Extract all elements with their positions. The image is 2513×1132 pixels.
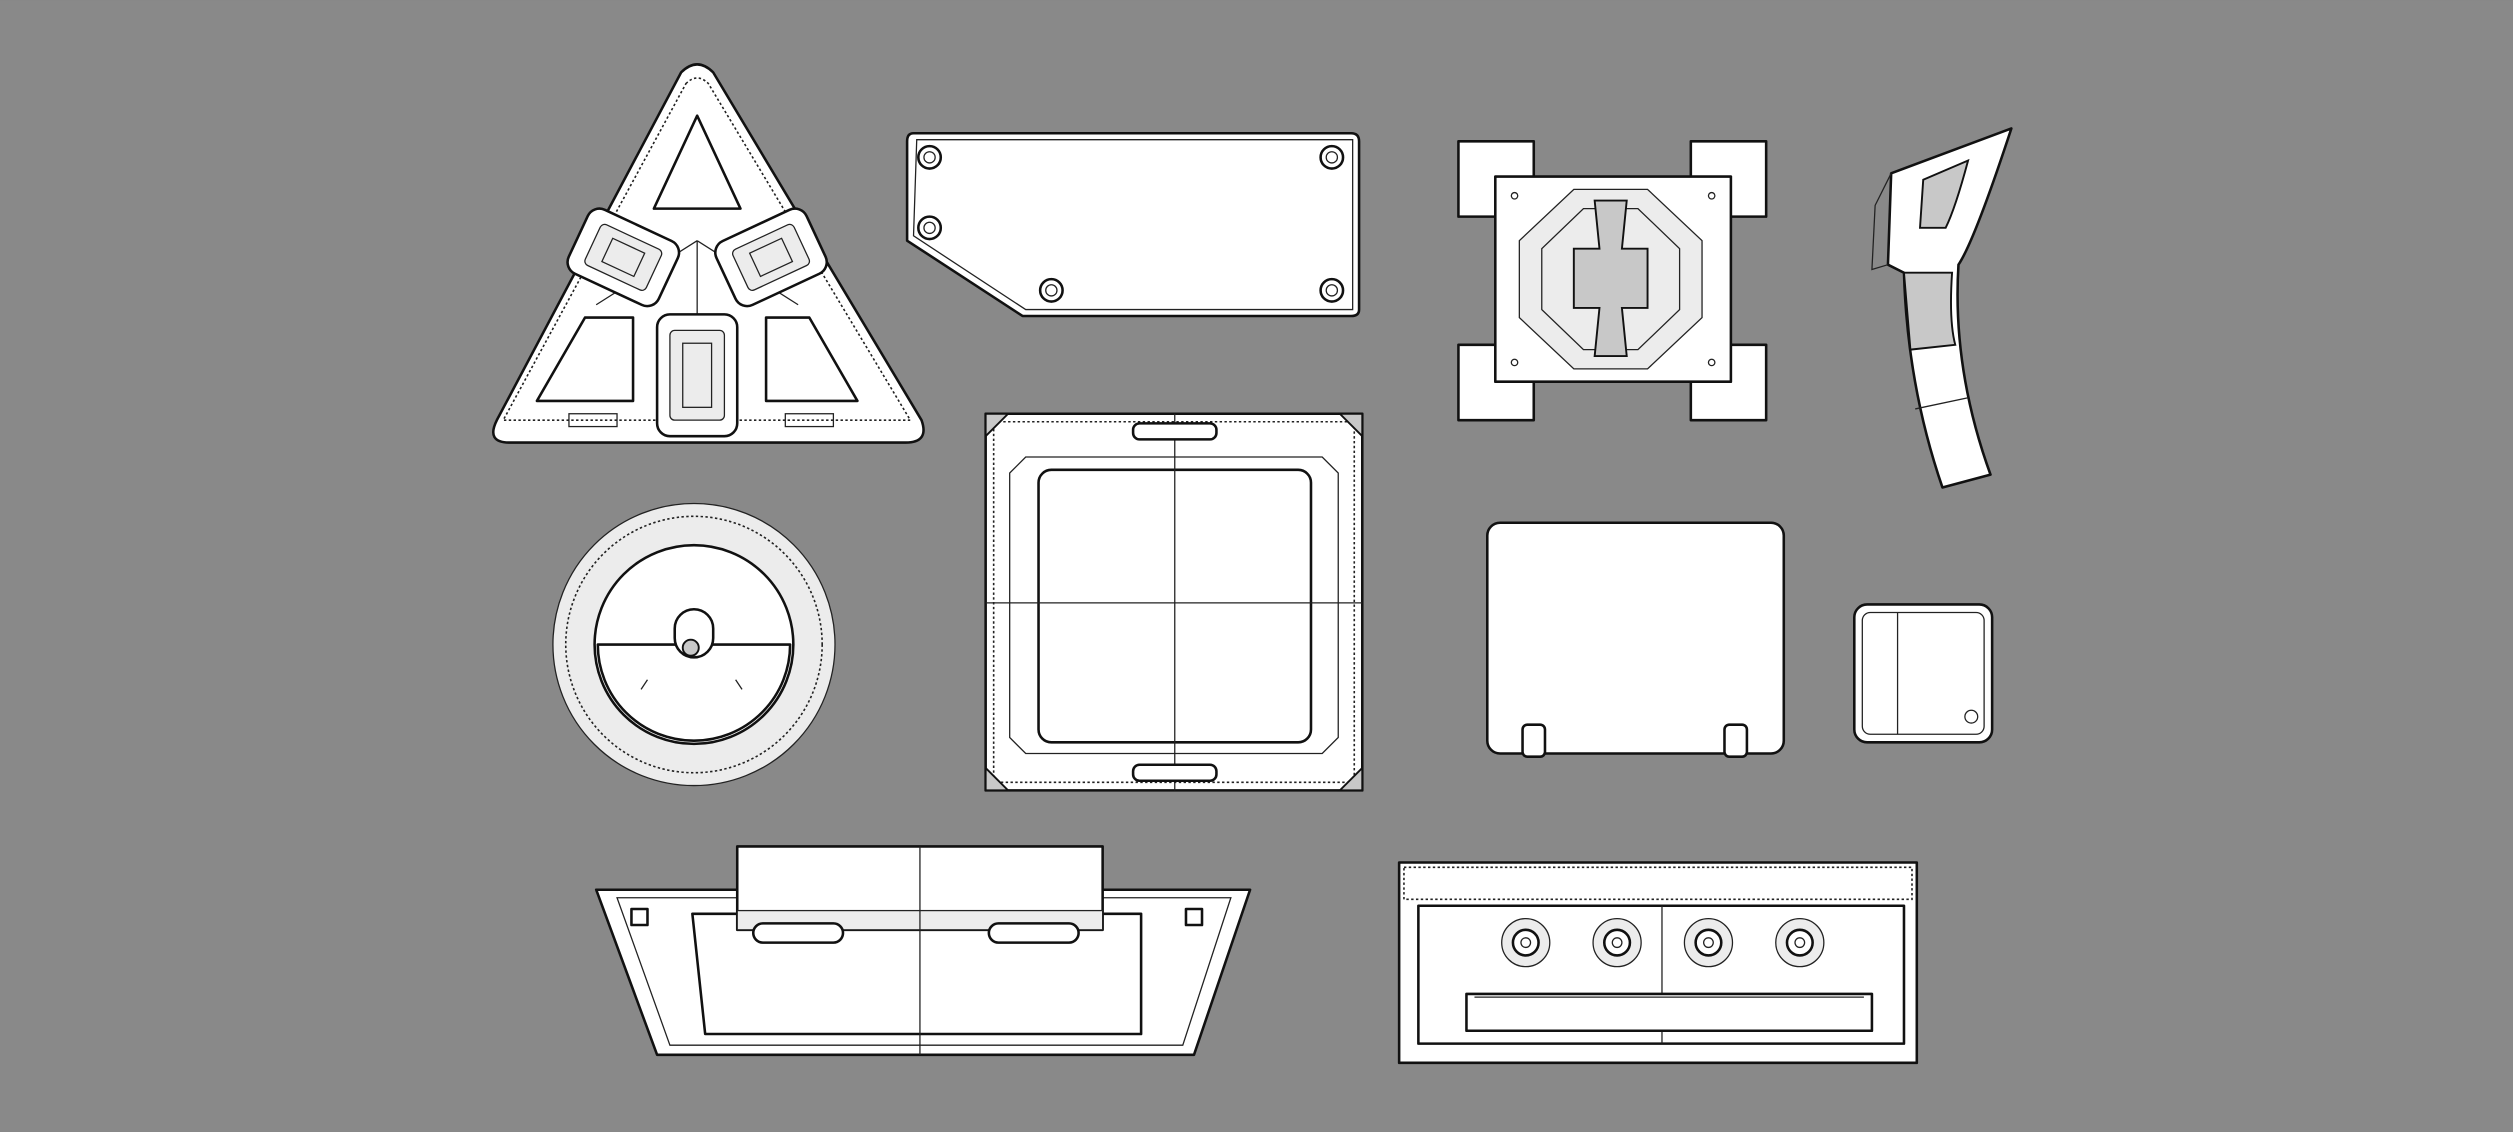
- octagon-bracket-part: [1457, 140, 1768, 422]
- curved-strip-part: [1871, 127, 2013, 489]
- knob-row: [1501, 917, 1825, 968]
- trapezoid-tray-part: [594, 845, 1252, 1057]
- square-frame-part: [984, 412, 1364, 792]
- knob-housing-part: [1397, 861, 1919, 1065]
- small-box-part: [1853, 603, 1994, 744]
- triangle-panel-part: [492, 63, 925, 444]
- round-turret-part: [552, 502, 836, 787]
- mounting-plate-part: [905, 131, 1361, 318]
- rounded-panel-part: [1486, 521, 1786, 759]
